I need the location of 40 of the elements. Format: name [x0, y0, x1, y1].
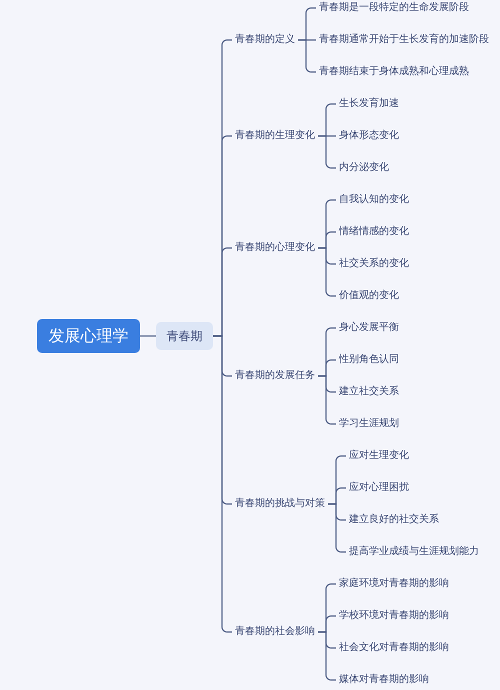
topic-box — [156, 322, 213, 350]
branch-text: 应对心理困扰 — [349, 482, 409, 493]
branch-text: 建立良好的社交关系 — [349, 514, 439, 525]
branch-text: 青春期的发展任务 — [235, 370, 315, 381]
connector-line — [140, 335, 156, 337]
connector-line — [318, 631, 336, 681]
branch-text: 价值观的变化 — [339, 290, 399, 301]
branch-text: 青春期是一段特定的生命发展阶段 — [319, 2, 469, 13]
branch-text: 家庭环境对青春期的影响 — [339, 578, 449, 589]
branch-text: 青春期的生理变化 — [235, 130, 315, 141]
connector-line — [298, 39, 316, 73]
branch-text: 内分泌变化 — [339, 162, 389, 173]
branch-text: 情绪情感的变化 — [339, 226, 409, 237]
branch-text: 生长发育加速 — [339, 98, 399, 109]
connector-line — [318, 247, 336, 297]
connector-line — [318, 375, 336, 425]
branch-text: 青春期的社会影响 — [235, 626, 315, 637]
branch-text: 社会文化对青春期的影响 — [339, 642, 449, 653]
branch-text: 身心发展平衡 — [339, 322, 399, 333]
branch-text: 自我认知的变化 — [339, 194, 409, 205]
central-topic-box — [37, 319, 140, 353]
connector-line — [328, 503, 346, 553]
branch-text: 建立社交关系 — [339, 386, 399, 397]
branch-text: 青春期的心理变化 — [235, 242, 315, 253]
branch-text: 身体形态变化 — [339, 130, 399, 141]
connector-line — [318, 135, 336, 169]
branch-text: 青春期通常开始于生长发育的加速阶段 — [319, 34, 489, 45]
connector-line — [213, 335, 232, 633]
branch-text: 青春期的定义 — [235, 34, 295, 45]
central-topic-label: 发展心理学 — [48, 326, 128, 346]
branch-text: 学习生涯规划 — [339, 418, 399, 429]
branch-text: 提高学业成绩与生涯规划能力 — [349, 546, 479, 557]
branch-text: 社交关系的变化 — [339, 258, 409, 269]
branch-text: 性别角色认同 — [339, 354, 399, 365]
branch-text: 媒体对青春期的影响 — [339, 674, 429, 685]
branch-text: 青春期结束于身体成熟和心理成熟 — [319, 66, 469, 77]
topic-label: 青春期 — [166, 328, 202, 344]
branch-text: 青春期的挑战与对策 — [235, 498, 325, 509]
branch-text: 应对生理变化 — [349, 450, 409, 461]
branch-text: 学校环境对青春期的影响 — [339, 610, 449, 621]
